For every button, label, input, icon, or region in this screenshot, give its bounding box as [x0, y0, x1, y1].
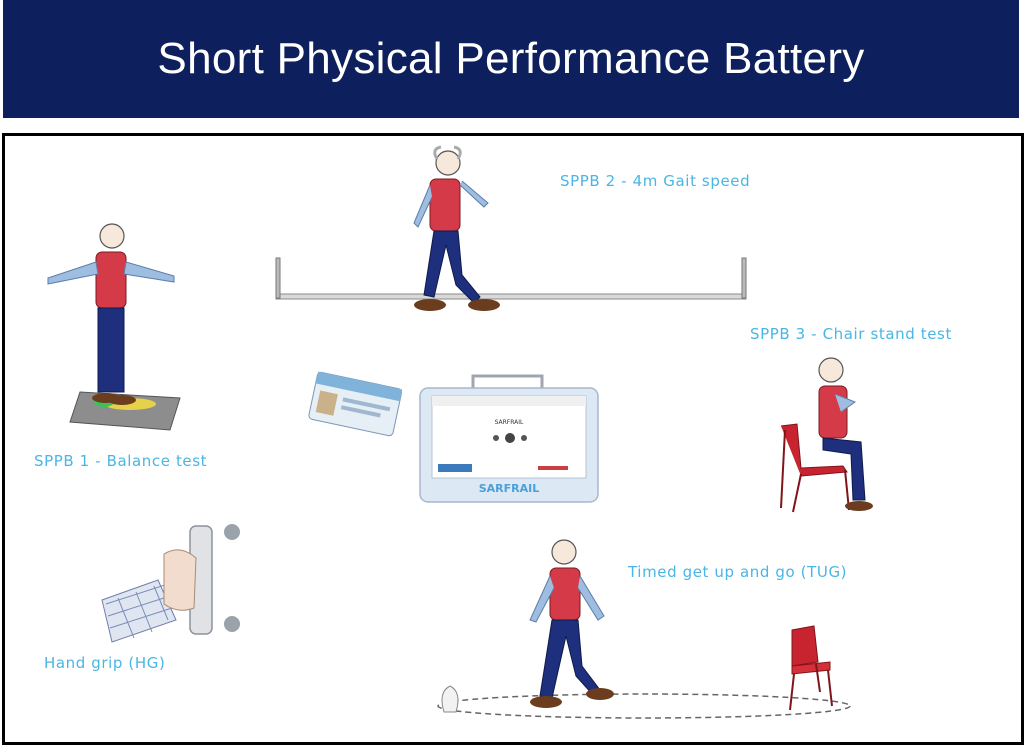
balance-test-label: SPPB 1 - Balance test	[34, 452, 207, 470]
tug-walking-figure	[520, 536, 620, 714]
balance-figure	[40, 222, 185, 437]
gait-walking-figure	[400, 145, 510, 320]
id-card	[308, 374, 403, 436]
tug-track	[422, 622, 867, 730]
chair-stand-figure	[775, 350, 875, 520]
gait-speed-label: SPPB 2 - 4m Gait speed	[560, 172, 750, 190]
hand-grip-dynamometer	[98, 520, 248, 645]
chair-stand-label: SPPB 3 - Chair stand test	[750, 325, 952, 343]
tug-label: Timed get up and go (TUG)	[628, 563, 847, 581]
device-brand-logo: SARFRAIL	[479, 482, 540, 495]
title-banner: Short Physical Performance Battery	[3, 0, 1019, 118]
gait-walkway	[270, 250, 755, 310]
sarfrail-device: SARFRAIL SARFRAIL	[418, 372, 602, 506]
device-screen-title: SARFRAIL	[495, 419, 524, 426]
page-title: Short Physical Performance Battery	[157, 34, 864, 84]
hand-grip-label: Hand grip (HG)	[44, 654, 165, 672]
